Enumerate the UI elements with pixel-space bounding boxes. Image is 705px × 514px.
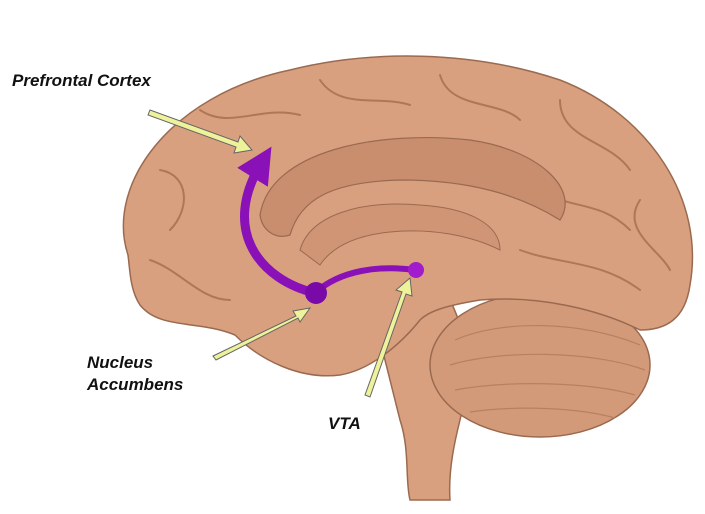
nucleus-accumbens-label-line2: Accumbens [87, 375, 184, 394]
prefrontal-cortex-label: Prefrontal Cortex [12, 71, 151, 90]
nucleus-accumbens-node [305, 282, 327, 304]
nucleus-accumbens-pointer-arrow [212, 307, 312, 361]
vta-label: VTA [328, 414, 361, 433]
vta-pointer-arrow [364, 277, 413, 398]
vta-node [408, 262, 424, 278]
nucleus-accumbens-label-line1: Nucleus [87, 353, 154, 372]
prefrontal-pointer-arrow [147, 109, 253, 154]
mesocortical-pathway [237, 146, 317, 298]
corpus-callosum [259, 136, 566, 237]
